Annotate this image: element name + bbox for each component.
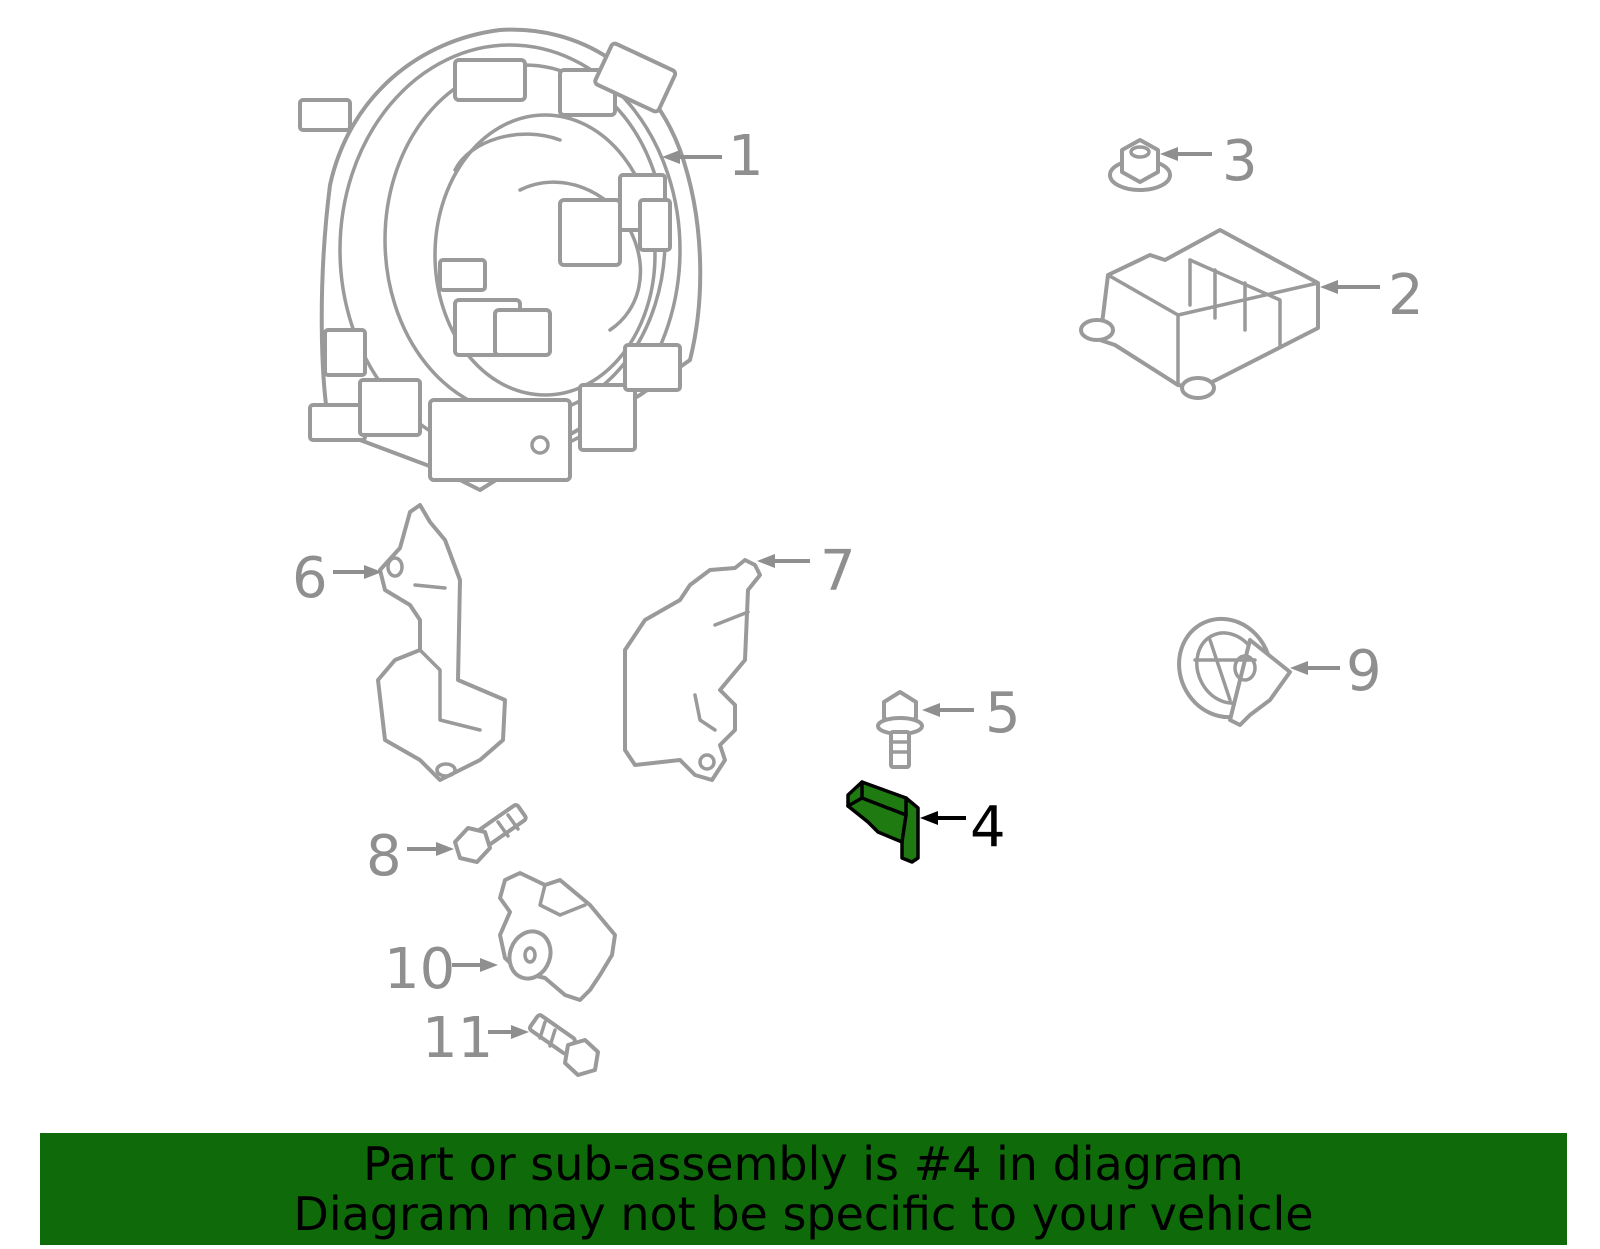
callout-5: 5 bbox=[985, 681, 1021, 746]
banner-line-1: Part or sub-assembly is #4 in diagram bbox=[363, 1137, 1244, 1191]
part-6-bracket[interactable]: 6 bbox=[292, 503, 507, 782]
part-1-clock-spring[interactable]: 1 bbox=[298, 27, 764, 492]
part-9-sensor[interactable]: 9 bbox=[1163, 604, 1382, 733]
callout-9: 9 bbox=[1346, 639, 1382, 704]
callout-3: 3 bbox=[1222, 129, 1258, 194]
callout-8: 8 bbox=[366, 824, 402, 889]
part-8-bolt[interactable]: 8 bbox=[366, 803, 528, 889]
part-7-bracket[interactable]: 7 bbox=[623, 539, 856, 782]
callout-6: 6 bbox=[292, 546, 328, 611]
banner-line-2: Diagram may not be specific to your vehi… bbox=[293, 1187, 1314, 1241]
callout-4: 4 bbox=[970, 795, 1006, 860]
part-5-bolt[interactable]: 5 bbox=[876, 681, 1021, 769]
notice-banner: Part or sub-assembly is #4 in diagram Di… bbox=[40, 1133, 1567, 1245]
part-3-nut[interactable]: 3 bbox=[1108, 129, 1258, 194]
callout-1: 1 bbox=[728, 124, 764, 189]
callout-7: 7 bbox=[820, 539, 856, 604]
part-2-control-module[interactable]: 2 bbox=[1079, 228, 1424, 400]
callout-11: 11 bbox=[422, 1006, 493, 1071]
callout-10: 10 bbox=[384, 937, 455, 1002]
part-4-sensor[interactable]: 4 bbox=[846, 780, 1006, 864]
part-10-sensor[interactable]: 10 bbox=[384, 871, 617, 1002]
callout-2: 2 bbox=[1388, 263, 1424, 328]
part-11-bolt[interactable]: 11 bbox=[422, 1006, 600, 1077]
